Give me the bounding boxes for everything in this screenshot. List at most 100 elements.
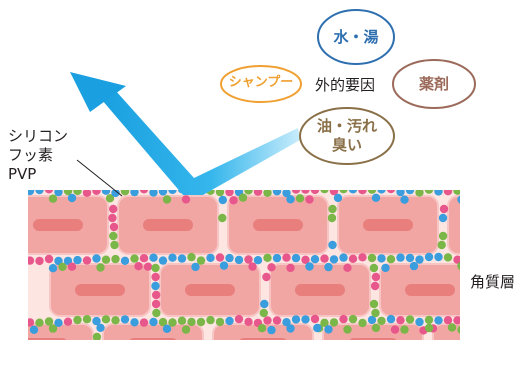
particle bbox=[225, 190, 234, 197]
particle bbox=[328, 240, 337, 250]
particle bbox=[282, 190, 291, 198]
particle bbox=[453, 255, 460, 264]
particle bbox=[92, 316, 101, 326]
factor-water: 水・湯 bbox=[333, 28, 379, 46]
particle bbox=[424, 252, 434, 262]
particle bbox=[95, 351, 103, 359]
particle bbox=[305, 262, 314, 271]
particle bbox=[162, 324, 172, 333]
particle bbox=[158, 256, 168, 265]
particle bbox=[405, 190, 415, 195]
particle bbox=[320, 254, 329, 263]
particle bbox=[143, 262, 153, 271]
particle bbox=[447, 323, 457, 332]
particle bbox=[329, 190, 339, 196]
reflection-arrow bbox=[70, 72, 300, 195]
left-label-line3: PVP bbox=[8, 165, 37, 183]
factor-bubble-shampoo bbox=[220, 65, 302, 103]
cuticle-label: 角質層 bbox=[470, 273, 516, 291]
cell-core bbox=[459, 339, 460, 340]
arrow-shaft bbox=[102, 90, 300, 195]
particle bbox=[327, 213, 337, 223]
particle bbox=[162, 195, 172, 204]
particle bbox=[257, 324, 267, 333]
particle bbox=[423, 342, 431, 350]
cell-core bbox=[349, 338, 397, 340]
left-label-line2: フッ素 bbox=[8, 146, 54, 164]
particle bbox=[371, 193, 381, 202]
particle bbox=[196, 317, 206, 327]
particle bbox=[215, 190, 225, 197]
particle bbox=[457, 262, 460, 270]
particle bbox=[234, 255, 244, 265]
particle bbox=[82, 315, 92, 324]
factor-bubble-oil bbox=[299, 107, 395, 165]
particle bbox=[424, 315, 434, 325]
particle bbox=[371, 272, 381, 282]
particle bbox=[343, 325, 352, 334]
particle bbox=[244, 255, 253, 264]
particle bbox=[44, 254, 54, 264]
particle bbox=[282, 318, 291, 327]
particle bbox=[367, 253, 377, 263]
particle bbox=[253, 190, 263, 196]
particle bbox=[262, 272, 271, 282]
particle bbox=[415, 255, 424, 264]
particle bbox=[405, 253, 415, 263]
particle bbox=[73, 255, 82, 265]
particle bbox=[109, 204, 118, 214]
particle bbox=[110, 240, 119, 250]
particle bbox=[229, 196, 238, 205]
particle bbox=[63, 317, 73, 326]
particle bbox=[181, 325, 191, 334]
particle bbox=[111, 254, 120, 264]
particle bbox=[263, 190, 272, 197]
particle bbox=[263, 316, 272, 325]
particle bbox=[339, 314, 348, 324]
particle bbox=[272, 190, 282, 196]
arrow-head bbox=[70, 72, 126, 112]
particle bbox=[272, 253, 282, 263]
factor-shampoo: シャンプー bbox=[228, 75, 294, 90]
particle bbox=[67, 262, 77, 271]
left-label-line1: シリコン bbox=[8, 127, 69, 145]
pointer-line bbox=[76, 159, 123, 197]
particle bbox=[396, 190, 405, 197]
particle bbox=[396, 316, 405, 325]
particle bbox=[434, 252, 443, 262]
particle bbox=[28, 256, 35, 265]
particle bbox=[168, 190, 177, 195]
particle bbox=[371, 308, 380, 318]
particle bbox=[286, 324, 295, 333]
particle bbox=[313, 323, 322, 333]
particle bbox=[152, 308, 161, 318]
particle bbox=[438, 231, 448, 241]
particle bbox=[219, 261, 229, 270]
particle bbox=[434, 316, 443, 325]
particle bbox=[381, 263, 390, 273]
cell-core bbox=[363, 219, 413, 231]
particle bbox=[120, 315, 130, 324]
particle bbox=[377, 190, 386, 194]
particle bbox=[139, 318, 149, 327]
particle bbox=[67, 193, 77, 203]
particle bbox=[238, 193, 248, 202]
particle bbox=[324, 325, 333, 334]
particle bbox=[151, 272, 160, 282]
particle bbox=[405, 315, 415, 324]
particle bbox=[310, 314, 320, 324]
particle bbox=[453, 190, 460, 195]
particle bbox=[244, 317, 253, 326]
particle bbox=[111, 190, 120, 198]
particle bbox=[244, 190, 253, 195]
particle bbox=[92, 190, 101, 195]
particle bbox=[29, 325, 39, 334]
cell-core bbox=[28, 338, 67, 340]
particle bbox=[291, 253, 301, 263]
particle bbox=[181, 195, 191, 204]
particle bbox=[369, 299, 379, 309]
particle bbox=[370, 281, 380, 291]
particle bbox=[358, 190, 367, 195]
particle bbox=[371, 323, 381, 333]
